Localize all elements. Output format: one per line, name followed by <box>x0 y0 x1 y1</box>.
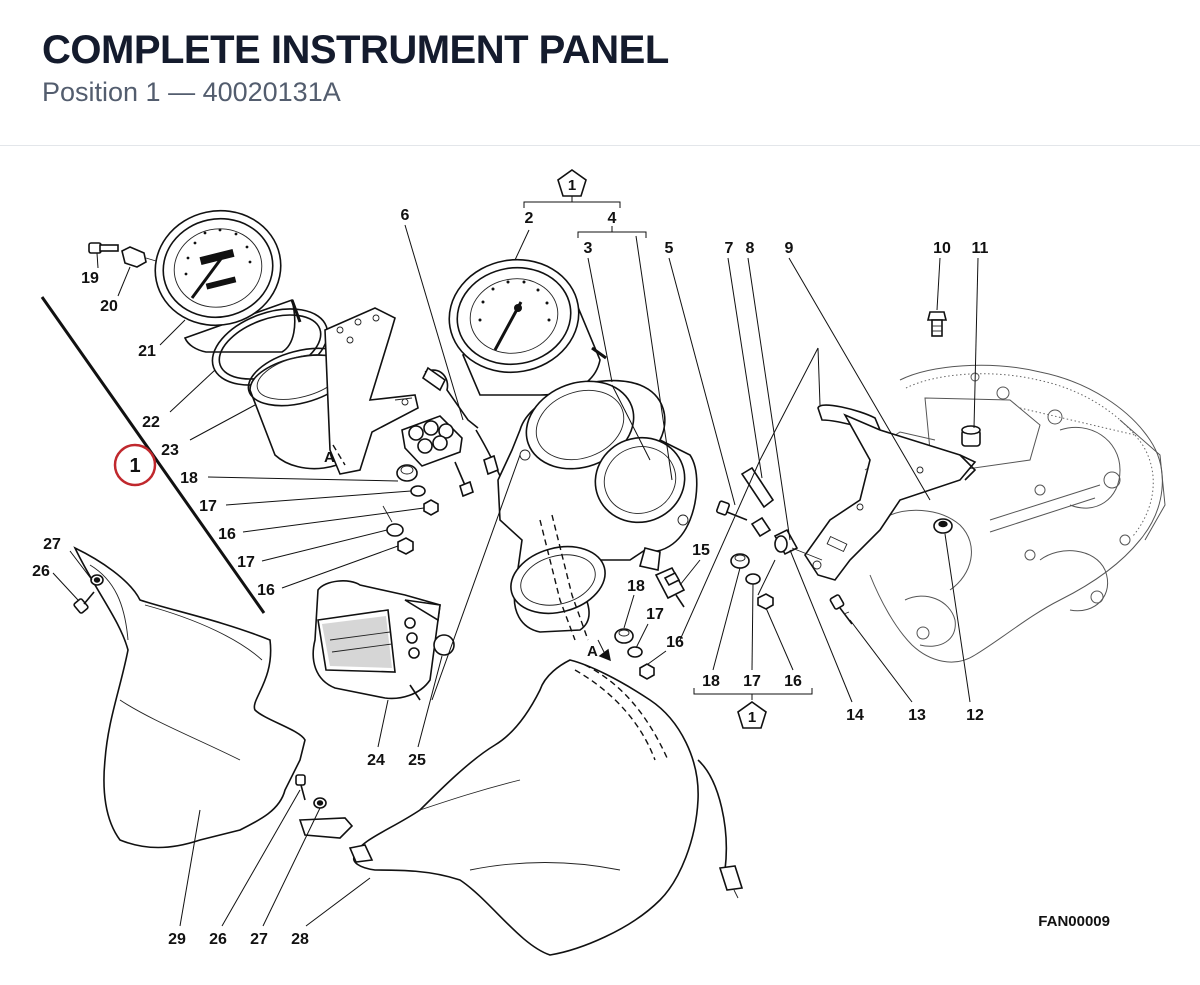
letter-marker-center: A <box>587 643 598 660</box>
page-title: COMPLETE INSTRUMENT PANEL <box>42 28 669 72</box>
callout-25: 25 <box>408 752 426 769</box>
position-badge-top: 1 <box>557 169 587 197</box>
page-header: COMPLETE INSTRUMENT PANEL Position 1 — 4… <box>0 0 1200 146</box>
callout-17-center: 17 <box>646 606 664 623</box>
callout-23: 23 <box>161 442 179 459</box>
page-subtitle: Position 1 — 40020131A <box>42 77 341 107</box>
callout-labels: 2 4 3 5 6 7 8 9 10 11 19 20 21 22 23 18 … <box>32 207 988 948</box>
left-mount-bracket <box>324 307 419 475</box>
screw-13 <box>829 594 853 625</box>
callout-2: 2 <box>525 210 534 227</box>
group-marker-circle <box>113 443 157 487</box>
left-fairing-panel-29 <box>73 546 354 849</box>
callout-14: 14 <box>846 707 864 724</box>
speedometer-gauge <box>154 209 302 353</box>
grommet-18-left <box>396 464 418 482</box>
letter-marker-left: A <box>324 449 335 466</box>
central-fairing-28 <box>348 659 699 956</box>
callout-3: 3 <box>584 240 593 257</box>
cap-25 <box>433 634 455 656</box>
callout-13: 13 <box>908 707 926 724</box>
callout-16-center: 16 <box>666 634 684 651</box>
group-brace-mid <box>577 226 647 238</box>
group-brace-bottom <box>693 688 813 700</box>
instrument-support-9 <box>804 404 977 581</box>
callout-4: 4 <box>608 210 617 227</box>
group-brace-top <box>523 196 621 208</box>
nut-20 <box>121 246 157 268</box>
callout-6: 6 <box>401 207 410 224</box>
washer-17-left-a <box>410 485 426 497</box>
callout-5: 5 <box>665 240 674 257</box>
nut-16-left-a <box>423 499 439 516</box>
callout-9: 9 <box>785 240 794 257</box>
rubber-mount-12 <box>933 518 953 534</box>
spacer-7 <box>740 466 775 509</box>
position-badge-top-label: 1 <box>568 177 576 194</box>
tachometer-gauge <box>448 258 607 396</box>
bush-8 <box>750 516 799 556</box>
callout-8: 8 <box>746 240 755 257</box>
callout-27-lower: 27 <box>250 931 268 948</box>
callout-17-left-a: 17 <box>199 498 217 515</box>
reference-code: FAN00009 <box>1038 913 1110 930</box>
callout-18-left: 18 <box>180 470 198 487</box>
callout-17-left-b: 17 <box>237 554 255 571</box>
callout-17-right: 17 <box>743 673 761 690</box>
callout-20: 20 <box>100 298 118 315</box>
callout-7: 7 <box>725 240 734 257</box>
position-badge-bottom: 1 <box>737 701 767 729</box>
screw-26-upper <box>73 591 95 614</box>
instrument-housing <box>497 379 698 641</box>
connector-block <box>401 415 499 498</box>
nut-16-center <box>639 663 655 680</box>
group-marker-label: 1 <box>129 455 140 477</box>
leader-lines <box>52 224 979 927</box>
callout-18-center: 18 <box>627 578 645 595</box>
frame-housing-drawing <box>864 364 1166 663</box>
grommet-18-center <box>614 628 634 644</box>
callout-21: 21 <box>138 343 156 360</box>
callout-28: 28 <box>291 931 309 948</box>
callout-26-upper: 26 <box>32 563 50 580</box>
washer-17-center <box>627 646 643 658</box>
screw-19 <box>88 242 119 254</box>
screw-26-lower <box>295 774 306 801</box>
callout-19: 19 <box>81 270 99 287</box>
callout-16-left-a: 16 <box>218 526 236 543</box>
screw-5 <box>716 500 748 521</box>
rubber-mount-11 <box>961 425 981 447</box>
grommet-18-right <box>730 553 750 569</box>
callout-27-upper: 27 <box>43 536 61 553</box>
bulb-holder-15 <box>654 566 686 608</box>
warning-light-unit-24 <box>312 580 441 701</box>
callout-26-lower: 26 <box>209 931 227 948</box>
callout-16-right: 16 <box>784 673 802 690</box>
speedometer-cable <box>697 759 744 899</box>
position-badge-bottom-label: 1 <box>748 709 756 726</box>
callout-18-right: 18 <box>702 673 720 690</box>
nut-16-left-b <box>397 537 414 555</box>
callout-22: 22 <box>142 414 160 431</box>
callout-11: 11 <box>972 240 989 257</box>
washer-17-left-b <box>386 523 404 537</box>
callout-12: 12 <box>966 707 984 724</box>
callout-16-left-b: 16 <box>257 582 275 599</box>
nut-16-right <box>757 593 774 610</box>
callout-29: 29 <box>168 931 186 948</box>
callout-24: 24 <box>367 752 385 769</box>
screw-10 <box>926 311 948 337</box>
callout-15: 15 <box>692 542 710 559</box>
washer-17-right <box>745 573 761 585</box>
callout-10: 10 <box>933 240 951 257</box>
